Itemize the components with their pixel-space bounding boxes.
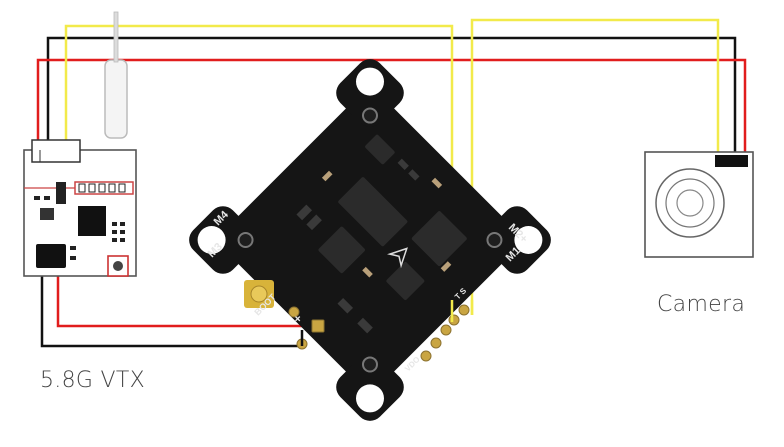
vtx-antenna <box>104 59 128 139</box>
vtx-label: 5.8G VTX <box>40 368 145 393</box>
power-wire <box>36 58 747 328</box>
solder-pads <box>288 304 470 362</box>
vtx-connector <box>31 139 81 163</box>
ground-wire <box>40 36 737 348</box>
camera-label: Camera <box>657 292 746 317</box>
camera-connector <box>715 155 748 167</box>
camera-module <box>644 151 754 258</box>
vtx-module <box>23 11 137 277</box>
flight-controller: M4 M3 M2+ M1 BOOT + VDO T S <box>189 59 551 421</box>
